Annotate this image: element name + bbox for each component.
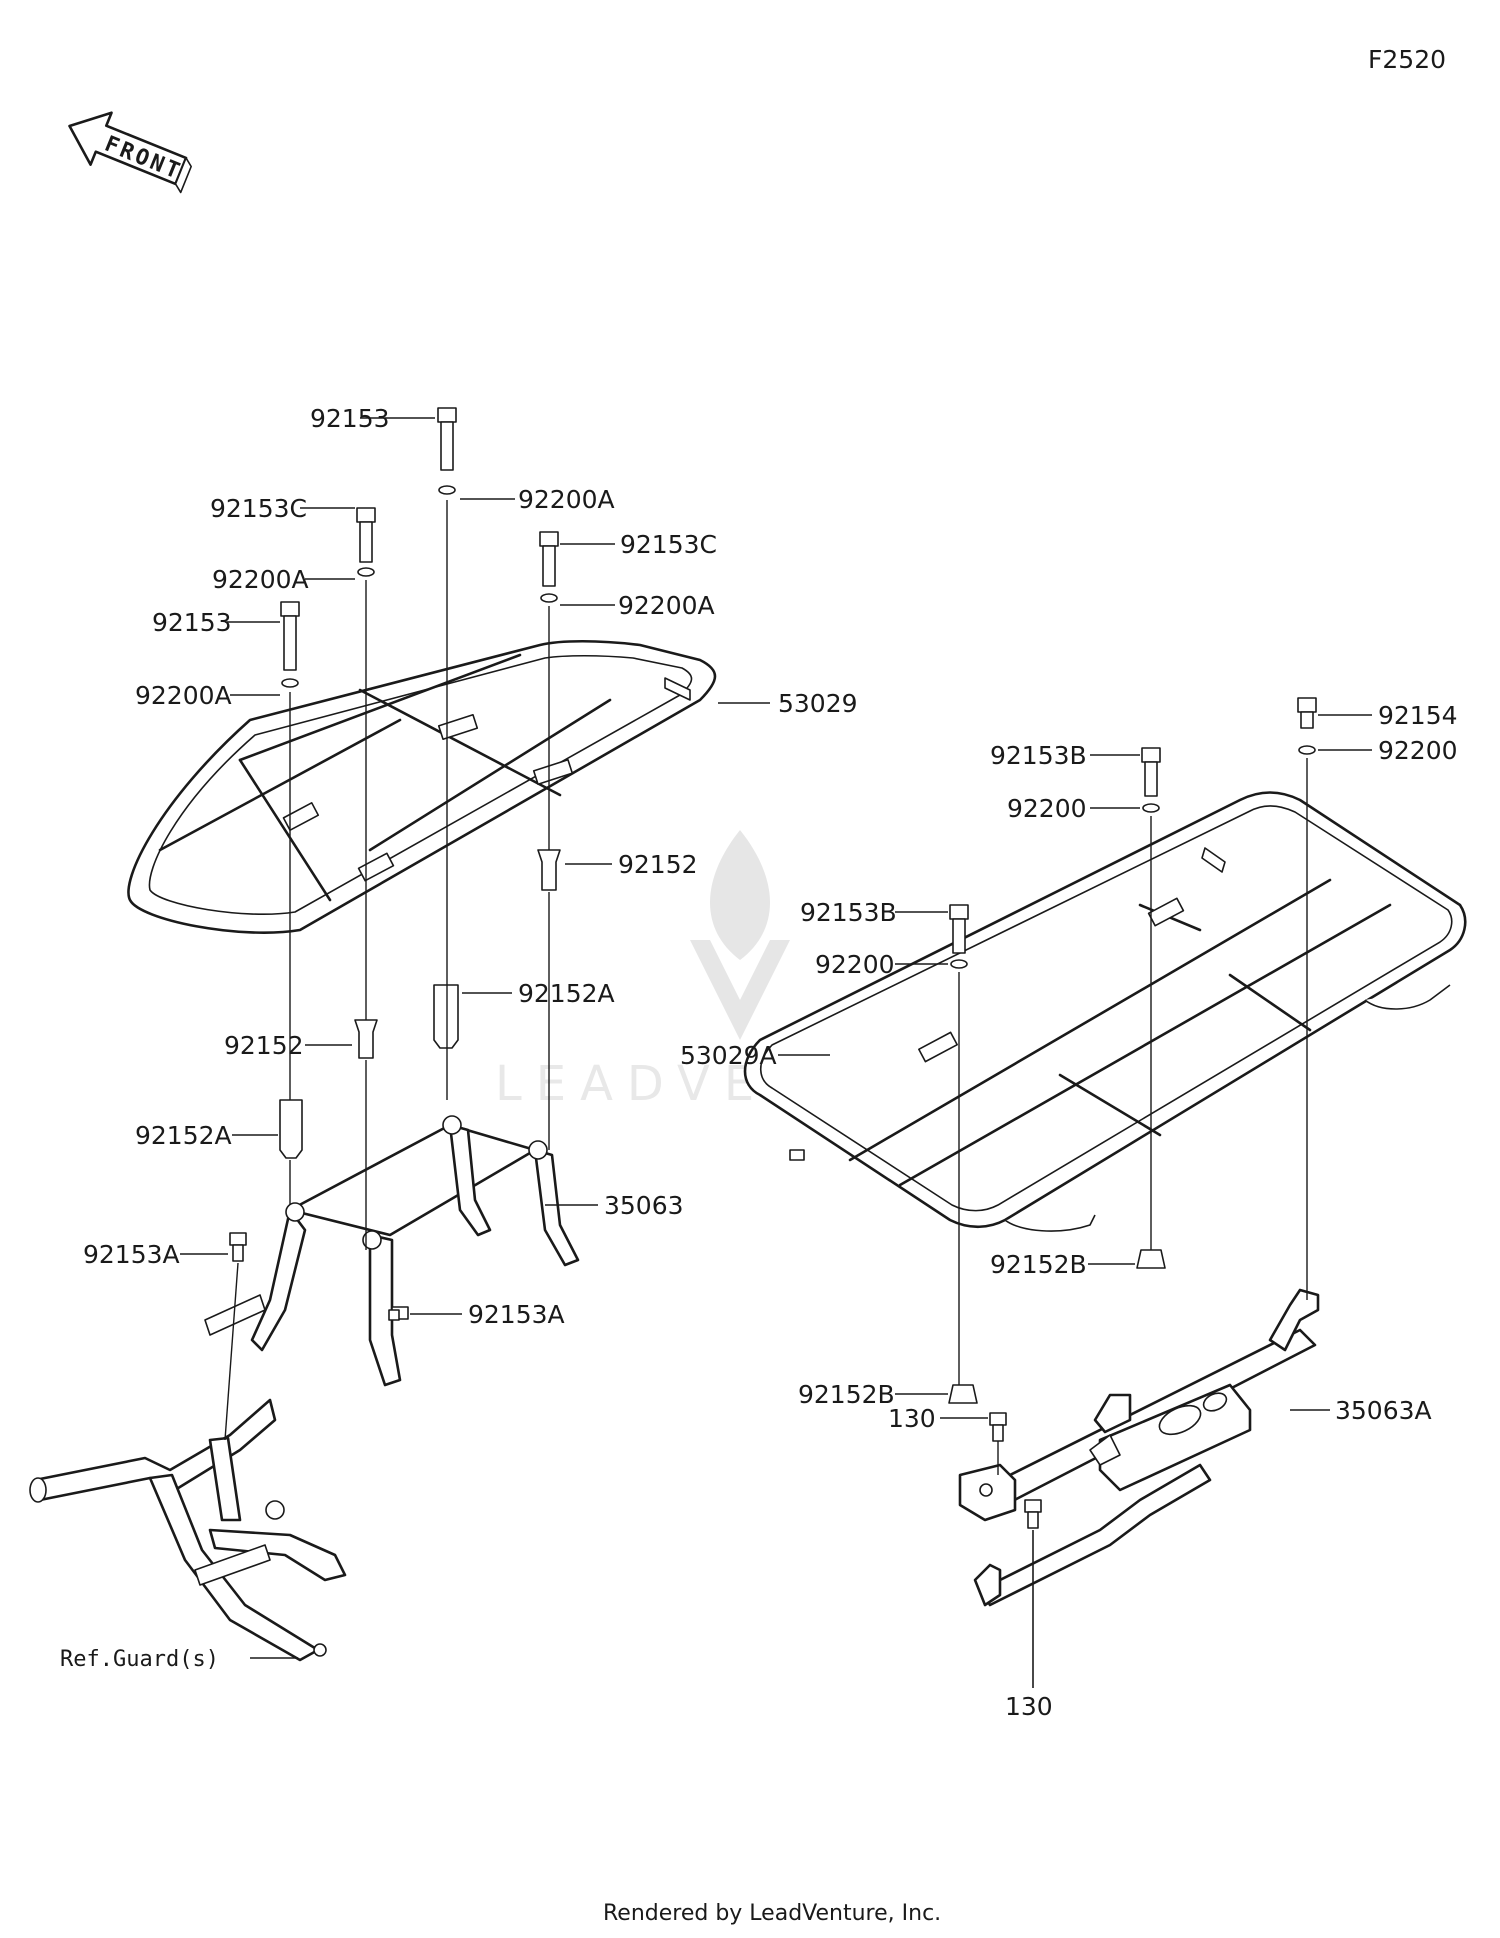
callout-92200-1: 92200 [1378,736,1458,765]
callout-92200a-2: 92200A [212,565,309,594]
washer-92200a-1 [438,485,456,495]
front-arrow-icon: FRONT [68,111,192,194]
washer-92200a-4 [281,678,299,688]
collar-92152-right [537,849,561,891]
left-fasteners [224,407,561,1441]
bolt-130-lower [1024,1499,1042,1513]
callout-92152-right: 92152 [618,850,698,879]
callout-35063a: 35063A [1335,1396,1432,1425]
callout-92200-2: 92200 [1007,794,1087,823]
front-bracket-35063 [204,1115,580,1387]
footer-credit: Rendered by LeadVenture, Inc. [603,1901,941,1926]
collar-92152a-center [433,984,459,1049]
callout-92153a-left: 92153A [83,1240,180,1269]
callout-92152a-center: 92152A [518,979,615,1008]
bolt-92153-left [280,601,300,617]
callout-92200a-3: 92200A [618,591,715,620]
right-fasteners [948,697,1317,1529]
bolt-92154 [1297,697,1317,713]
callout-53029: 53029 [778,689,858,718]
collar-92152b-lower [948,1384,978,1404]
callout-92153-left: 92153 [152,608,232,637]
callout-35063: 35063 [604,1191,684,1220]
rear-carrier-53029a [743,791,1467,1232]
washer-92200-3 [950,959,968,969]
callout-92152b-lower: 92152B [798,1380,895,1409]
callout-92153c-left: 92153C [210,494,307,523]
rear-bracket-35063a [958,1288,1320,1607]
bolt-92153b-lower [949,904,969,920]
bolt-92153b-upper [1141,747,1161,763]
callout-130-lower: 130 [1005,1692,1053,1721]
callout-92153a-right: 92153A [468,1300,565,1329]
washer-92200a-3 [540,593,558,603]
callout-130-upper: 130 [888,1404,936,1433]
callout-92200a-4: 92200A [135,681,232,710]
collar-92152-left [354,1019,378,1059]
callout-92152-left: 92152 [224,1031,304,1060]
callout-92152b-upper: 92152B [990,1250,1087,1279]
bolt-92153-top [437,407,457,423]
callout-53029a: 53029A [680,1041,777,1070]
bolt-92153a-left [229,1232,247,1246]
callout-92153b-lower: 92153B [800,898,897,927]
washer-92200a-2 [357,567,375,577]
callout-92153b-upper: 92153B [990,741,1087,770]
figure-code: F2520 [1368,45,1446,74]
bolt-92153c-right [539,531,559,547]
callout-ref-guards: Ref.Guard(s) [60,1647,219,1672]
callout-92200-3: 92200 [815,950,895,979]
washer-92200-2 [1142,803,1160,813]
bolt-130-upper [989,1412,1007,1426]
callout-92200a-1: 92200A [518,485,615,514]
callout-labels: 92153 92200A 92153C 92200A 92153C 92200A… [60,404,1458,1721]
washer-92200-1 [1298,745,1316,755]
front-carrier-53029 [127,639,717,934]
collar-92152b-upper [1136,1249,1166,1269]
collar-92152a-left [279,1099,303,1159]
callout-92154: 92154 [1378,701,1458,730]
reference-guard [29,1398,347,1662]
callout-92152a-left: 92152A [135,1121,232,1150]
callout-92153-top: 92153 [310,404,390,433]
bolt-92153c-left [356,507,376,523]
callout-92153c-right: 92153C [620,530,717,559]
